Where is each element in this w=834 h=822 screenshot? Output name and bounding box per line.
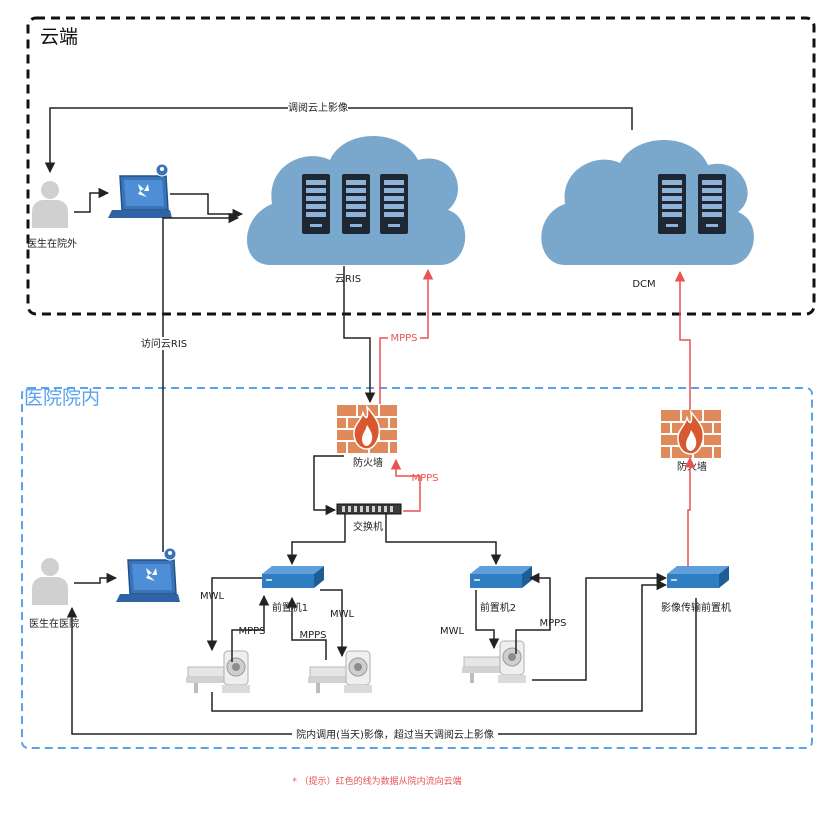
hospital-zone-title: 医院院内 (24, 387, 100, 409)
person-icon (32, 558, 68, 605)
front-server-icon (667, 566, 729, 588)
doctor-inside-label: 医生在医院 (29, 617, 79, 630)
front2-label: 前置机2 (480, 601, 516, 614)
edge-mwl-1 (206, 577, 262, 652)
edge-mpps-1 (231, 594, 270, 662)
edge-doctor-laptop-inside (74, 572, 118, 584)
firewall-icon (660, 409, 722, 459)
server-icon (342, 174, 370, 234)
label-mwl-2: MWL (330, 609, 355, 620)
scanner-icon (307, 650, 373, 694)
edge-switch-front2 (385, 514, 502, 566)
edge-switch-front1 (286, 514, 346, 566)
edge-mpps-to-firewall (390, 458, 421, 512)
label-mpps-3: MPPS (539, 618, 566, 629)
edge-laptop-cloud (170, 193, 244, 220)
cloud-zone (26, 16, 816, 316)
label-mpps-1: MPPS (238, 626, 265, 637)
label-mpps-to-firewall: MPPS (411, 473, 438, 484)
laptop-icon (115, 547, 181, 603)
edge-mwl-3 (475, 590, 500, 650)
edge-in-hospital (66, 598, 697, 735)
front-server-icon (262, 566, 324, 588)
scanner-icon (185, 650, 251, 694)
edge-mpps-3 (515, 572, 551, 654)
server-icon (658, 174, 686, 234)
edge-ris-firewall (343, 266, 376, 404)
label-access-cloud-ris: 访问云RIS (141, 337, 187, 350)
edge-mwl-2 (320, 589, 348, 658)
switch-label: 交换机 (353, 520, 383, 533)
label-mwl-1: MWL (200, 591, 225, 602)
laptop-icon (107, 163, 173, 219)
edge-firewall-switch (313, 455, 344, 516)
edge-access-cloud-ris (162, 212, 240, 552)
doctor-outside-label: 医生在院外 (27, 237, 77, 250)
edge-scanners-image-front (211, 579, 668, 712)
edge-scanner3-image-front (532, 572, 668, 681)
firewall-right-label: 防火墙 (677, 460, 707, 473)
label-mpps-2: MPPS (299, 630, 326, 641)
firewall-main-label: 防火墙 (353, 456, 383, 469)
server-icon (380, 174, 408, 234)
front-server-icon (470, 566, 532, 588)
edge-doctor-laptop-outside (74, 187, 110, 213)
front1-label: 前置机1 (272, 601, 308, 614)
edge-mpps-2 (286, 596, 327, 660)
label-in-hospital: 院内调用(当天)影像，超过当天调阅云上影像 (296, 728, 494, 741)
label-mpps-to-cloud: MPPS (390, 333, 417, 344)
person-icon (32, 181, 68, 228)
cloud-zone-title: 云端 (40, 26, 78, 48)
edge-firewall-dcm (674, 270, 691, 410)
label-mwl-3: MWL (440, 626, 465, 637)
firewall-icon (336, 404, 398, 454)
label-view-cloud-images: 调阅云上影像 (288, 101, 348, 114)
cloud-ris-label: 云RIS (335, 274, 361, 285)
edge-image-front-firewall (684, 456, 696, 566)
switch-icon (336, 503, 402, 515)
legend-note: * （提示）红色的线为数据从院内流向云端 (292, 775, 461, 787)
server-icon (302, 174, 330, 234)
dcm-label: DCM (632, 279, 655, 290)
server-icon (698, 174, 726, 234)
